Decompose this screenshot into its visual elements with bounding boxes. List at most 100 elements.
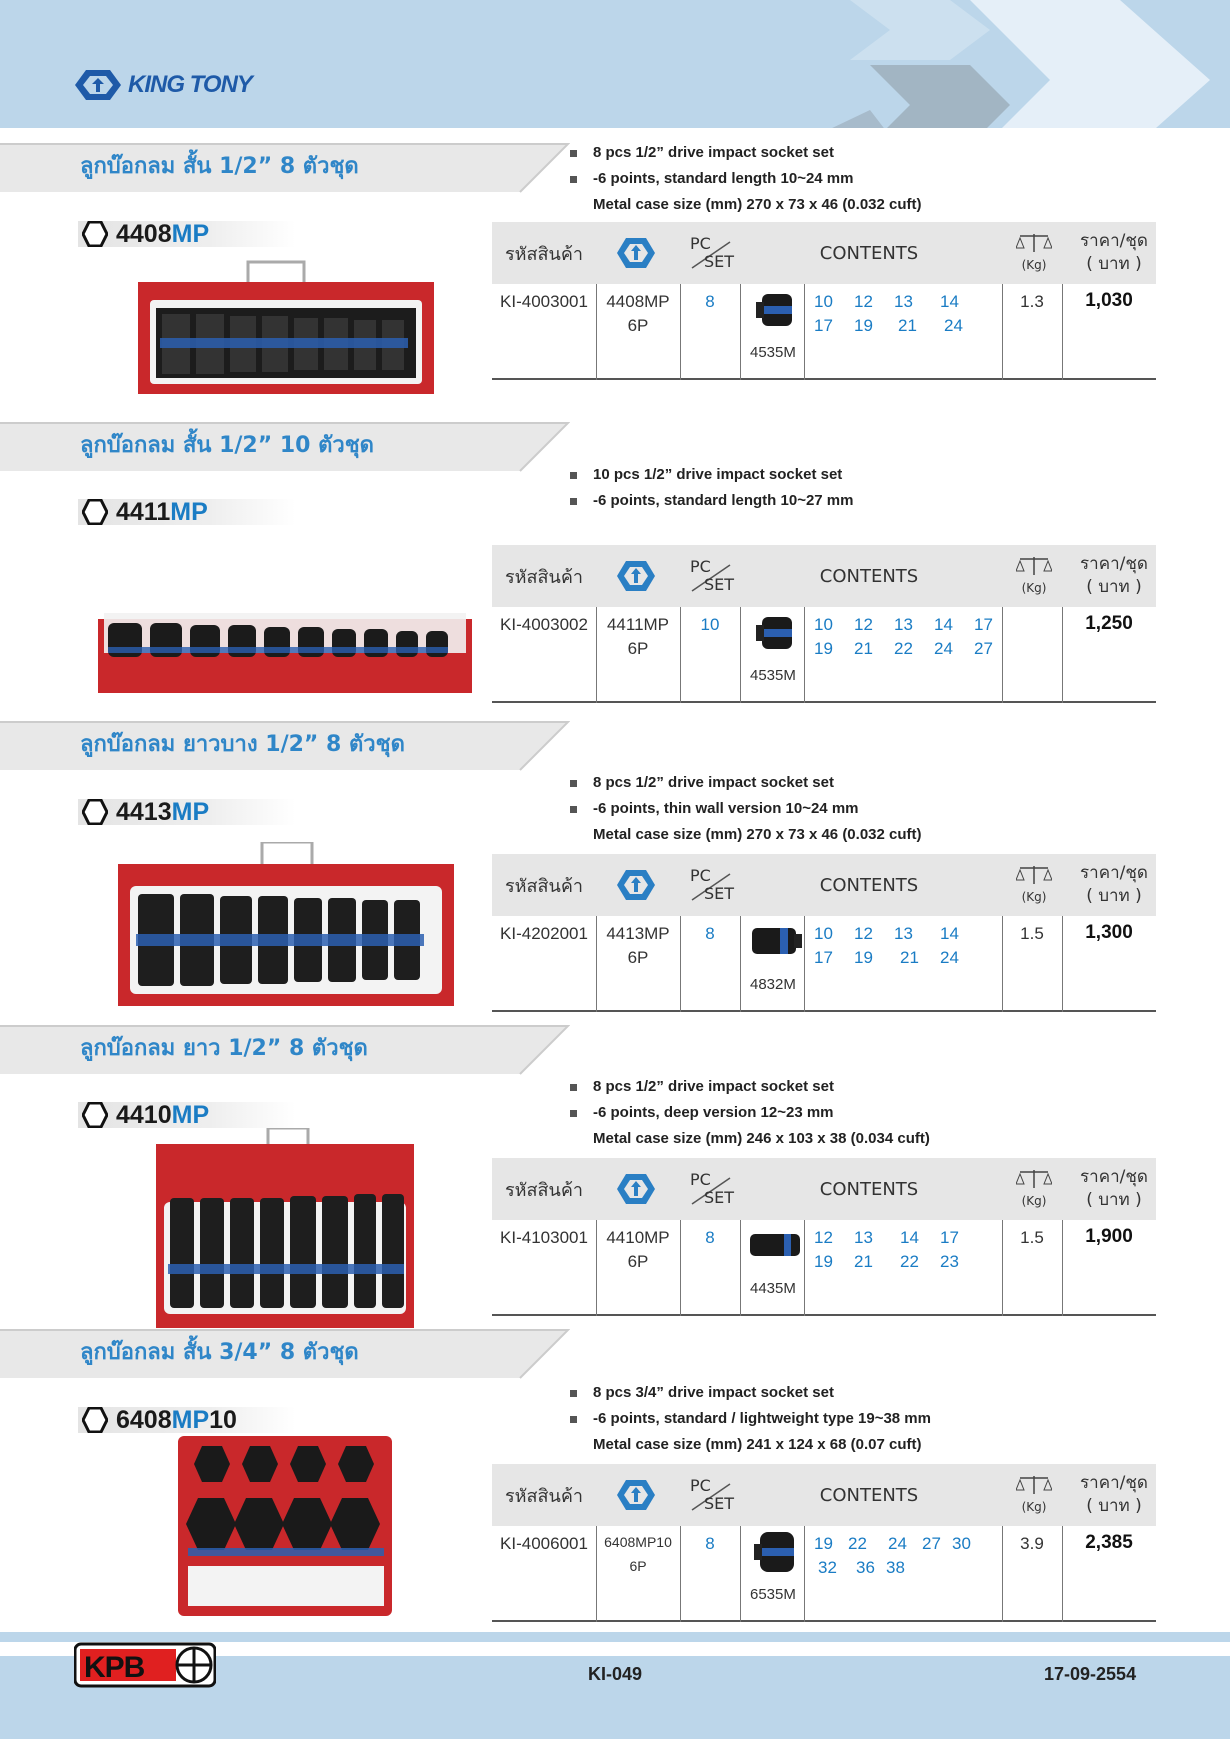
product-code: KI-4003002 [500, 615, 588, 634]
scale-icon [1015, 1476, 1053, 1494]
kpb-logo-text: KPB [84, 1651, 145, 1684]
header-code: รหัสสินค้า [505, 243, 583, 265]
scale-icon [1015, 1170, 1053, 1188]
section-banner: ลูกบ๊อกลม ยาว 1/2” 8 ตัวชุด [0, 1022, 570, 1075]
spec-item: -6 points, standard length 10~27 mm [593, 492, 854, 509]
spec-list: 8 pcs 1/2” drive impact socket set -6 po… [570, 770, 922, 848]
product-table: รหัสสินค้า PC SET CONTENTS (Kg) ราคา/ชุด… [492, 854, 1156, 1012]
product-section-4413: ลูกบ๊อกลม ยาวบาง 1/2” 8 ตัวชุด 4413MP 8 … [0, 718, 1230, 1012]
section-banner: ลูกบ๊อกลม สั้น 1/2” 8 ตัวชุด [0, 140, 570, 193]
product-photo [98, 613, 472, 693]
hex-socket-icon [82, 799, 108, 825]
spec-list: 8 pcs 1/2” drive impact socket set -6 po… [570, 1074, 930, 1152]
spec-item: 8 pcs 1/2” drive impact socket set [593, 774, 834, 791]
points: 6P [627, 316, 649, 335]
price-header: ราคา/ชุด( บาท ) [1080, 231, 1148, 274]
model-code: 6408MP10 [604, 1534, 672, 1550]
king-tony-icon [617, 1174, 655, 1204]
socket-code: 6535M [750, 1586, 796, 1603]
model-bar [78, 499, 296, 525]
hex-socket-icon [82, 1102, 108, 1128]
section-banner: ลูกบ๊อกลม ยาวบาง 1/2” 8 ตัวชุด [0, 718, 570, 771]
product-section-6408: ลูกบ๊อกลม สั้น 3/4” 8 ตัวชุด 6408MP10 8 … [0, 1326, 1230, 1626]
weight-header: (Kg) [1014, 864, 1054, 908]
table-header: รหัสสินค้า PC SET CONTENTS (Kg) ราคา/ชุด… [492, 545, 1156, 607]
section-banner: ลูกบ๊อกลม สั้น 3/4” 8 ตัวชุด [0, 1326, 570, 1379]
product-table: รหัสสินค้า PC SET CONTENTS (Kg) ราคา/ชุด… [492, 1158, 1156, 1316]
weight-header: (Kg) [1014, 232, 1054, 276]
points: 6P [627, 948, 649, 967]
price: 1,900 [1085, 1226, 1133, 1247]
socket-code: 4535M [750, 344, 796, 361]
spec-list: 8 pcs 1/2” drive impact socket set -6 po… [570, 140, 922, 218]
section-title: ลูกบ๊อกลม สั้น 1/2” 10 ตัวชุด [80, 433, 374, 458]
spec-item: -6 points, standard length 10~24 mm [593, 170, 854, 187]
model-number: 6408MP10 [116, 1406, 237, 1434]
weight-header: (Kg) [1014, 1168, 1054, 1212]
header-code: รหัสสินค้า [505, 566, 583, 588]
product-section-4411: ลูกบ๊อกลม สั้น 1/2” 10 ตัวชุด 4411MP 10 … [0, 419, 1230, 703]
price: 1,300 [1085, 922, 1133, 943]
price-header: ราคา/ชุด( บาท ) [1080, 1473, 1148, 1516]
weight: 1.5 [1020, 1228, 1044, 1247]
page-number: KI-049 [588, 1664, 643, 1684]
table-header: รหัสสินค้า PC SET CONTENTS (Kg) ราคา/ชุด… [492, 1158, 1156, 1220]
piece-count: 8 [705, 292, 715, 311]
piece-count: 8 [705, 1228, 715, 1247]
section-title: ลูกบ๊อกลม ยาวบาง 1/2” 8 ตัวชุด [80, 732, 405, 757]
model-number: 4411MP [116, 498, 208, 526]
header-contents: CONTENTS [819, 242, 919, 264]
page-header: KING TONY [0, 0, 1230, 128]
section-title: ลูกบ๊อกลม สั้น 3/4” 8 ตัวชุด [80, 1340, 359, 1365]
points: 6P [629, 1558, 647, 1574]
weight: 1.3 [1020, 292, 1044, 311]
page-date: 17-09-2554 [1044, 1664, 1137, 1684]
product-code: KI-4103001 [500, 1228, 588, 1247]
product-table: รหัสสินค้า PC SET CONTENTS (Kg) ราคา/ชุด… [492, 222, 1156, 380]
points: 6P [627, 639, 649, 658]
piece-count: 10 [700, 615, 720, 634]
model-number: 4410MP [116, 1101, 210, 1129]
spec-item: 8 pcs 1/2” drive impact socket set [593, 144, 834, 161]
model-code: 4410MP [606, 1228, 670, 1247]
price: 1,250 [1085, 613, 1133, 634]
spec-item: 10 pcs 1/2” drive impact socket set [593, 466, 843, 483]
hex-socket-icon [82, 499, 108, 525]
socket-image [754, 1532, 794, 1572]
header-code: รหัสสินค้า [505, 1179, 583, 1201]
header-contents: CONTENTS [819, 1178, 919, 1200]
weight-header: (Kg) [1014, 555, 1054, 599]
product-photo [156, 1128, 414, 1328]
model-code: 4413MP [606, 924, 670, 943]
scale-icon [1015, 234, 1053, 252]
king-tony-icon [617, 561, 655, 591]
price-header: ราคา/ชุด( บาท ) [1080, 1167, 1148, 1210]
decorative-arrows [832, 0, 1210, 128]
product-photo [138, 260, 434, 394]
socket-code: 4535M [750, 667, 796, 684]
product-photo [118, 842, 454, 1006]
header-contents: CONTENTS [819, 565, 919, 587]
weight: 3.9 [1020, 1534, 1044, 1553]
socket-image [750, 1234, 800, 1256]
socket-image [756, 294, 792, 326]
model-bar [78, 221, 296, 247]
model-code: 4411MP [606, 615, 670, 634]
scale-icon [1015, 557, 1053, 575]
footer-divider [0, 1632, 1230, 1642]
scale-icon [1015, 866, 1053, 884]
product-section-4408: ลูกบ๊อกลม สั้น 1/2” 8 ตัวชุด 4408MP 8 pc… [0, 140, 1230, 410]
spec-item: -6 points, thin wall version 10~24 mm [593, 800, 859, 817]
product-code: KI-4202001 [500, 924, 588, 943]
socket-code: 4435M [750, 1280, 796, 1297]
table-header: รหัสสินค้า PC SET CONTENTS (Kg) ราคา/ชุด… [492, 222, 1156, 284]
product-table: รหัสสินค้า PC SET CONTENTS (Kg) ราคา/ชุด… [492, 545, 1156, 703]
spec-item: 8 pcs 3/4” drive impact socket set [593, 1384, 834, 1401]
